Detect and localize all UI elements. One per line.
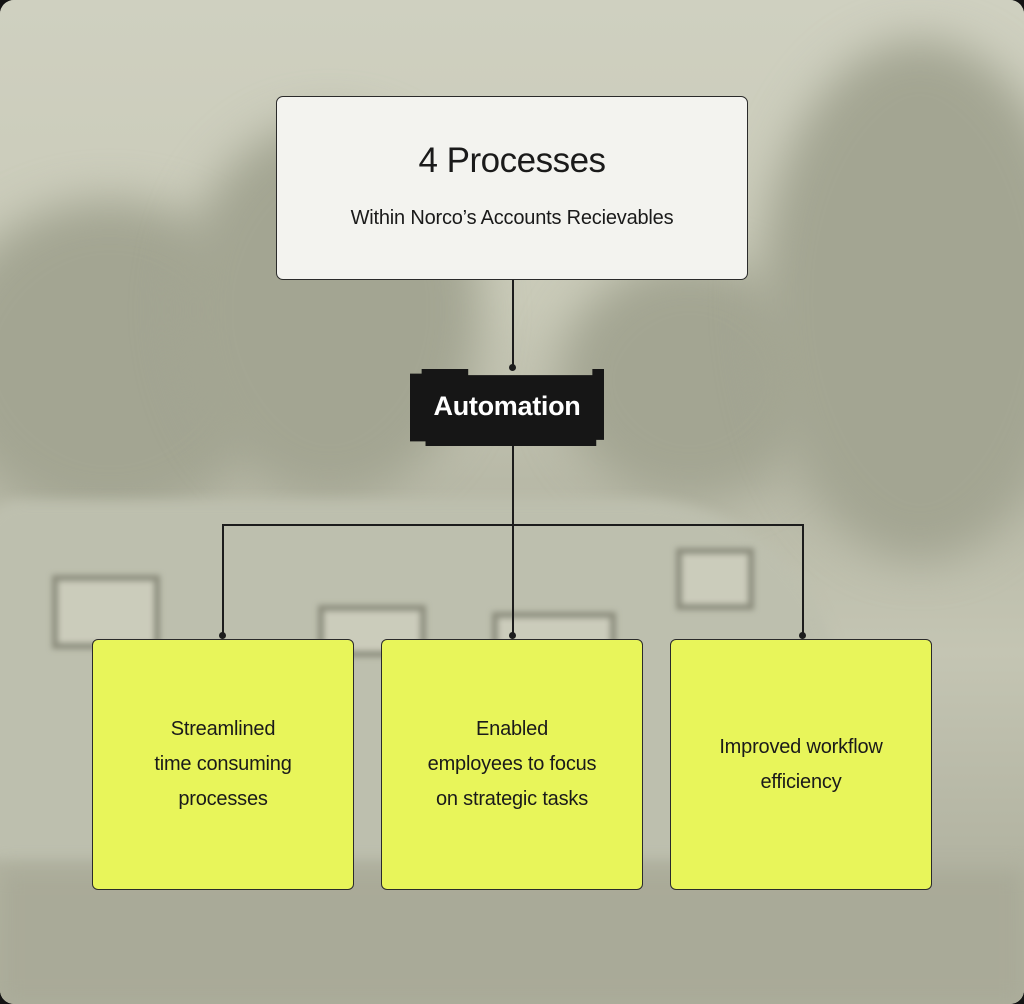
outcome-line: Improved workflow [719,735,883,758]
connector-dot [509,632,516,639]
outcome-line: Streamlined [170,718,276,740]
connector-center [512,446,514,636]
outcome-text: Enabled employees to focus on strategic … [412,712,613,817]
background-window [676,548,754,610]
root-node: 4 Processes Within Norco’s Accounts Reci… [276,96,748,280]
connector-dot [219,632,226,639]
root-title: 4 Processes [418,141,606,180]
outcome-line: on strategic tasks [435,788,589,810]
connector-branch [222,524,803,526]
automation-badge: Automation [410,369,604,446]
background-road [0,870,1024,1004]
background-window [52,575,160,649]
connector-right [802,524,804,636]
outcome-text: Streamlined time consuming processes [138,712,307,817]
background-tree [760,40,1024,560]
outcome-line: Enabled [476,718,548,740]
connector-dot [509,364,516,371]
connector-dot [799,632,806,639]
outcome-line: employees to focus [427,753,597,775]
outcome-card: Improved workflow efficiency [670,639,932,890]
outcome-line: processes [178,788,268,810]
connector-left [222,524,224,636]
automation-label: Automation [433,391,581,421]
connector-top [512,280,514,369]
outcome-card: Enabled employees to focus on strategic … [381,639,643,890]
outcome-text: Improved workflow efficiency [703,730,898,800]
outcome-card: Streamlined time consuming processes [92,639,354,890]
outcome-line: efficiency [760,770,842,793]
outcome-line: time consuming [154,753,292,775]
root-subtitle: Within Norco’s Accounts Recievables [350,207,674,229]
